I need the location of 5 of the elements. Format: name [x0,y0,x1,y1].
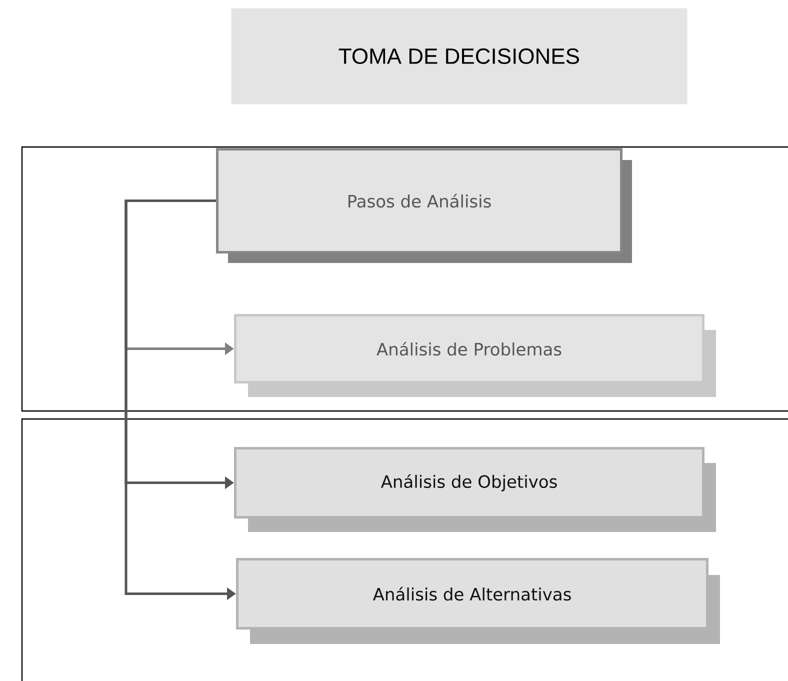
process-box: Análisis de Problemas [234,314,716,397]
title-box: TOMA DE DECISIONES [231,8,688,104]
process-box: Pasos de Análisis [216,148,632,263]
process-box: Análisis de Alternativas [236,558,720,644]
process-box: Análisis de Objetivos [234,447,716,532]
